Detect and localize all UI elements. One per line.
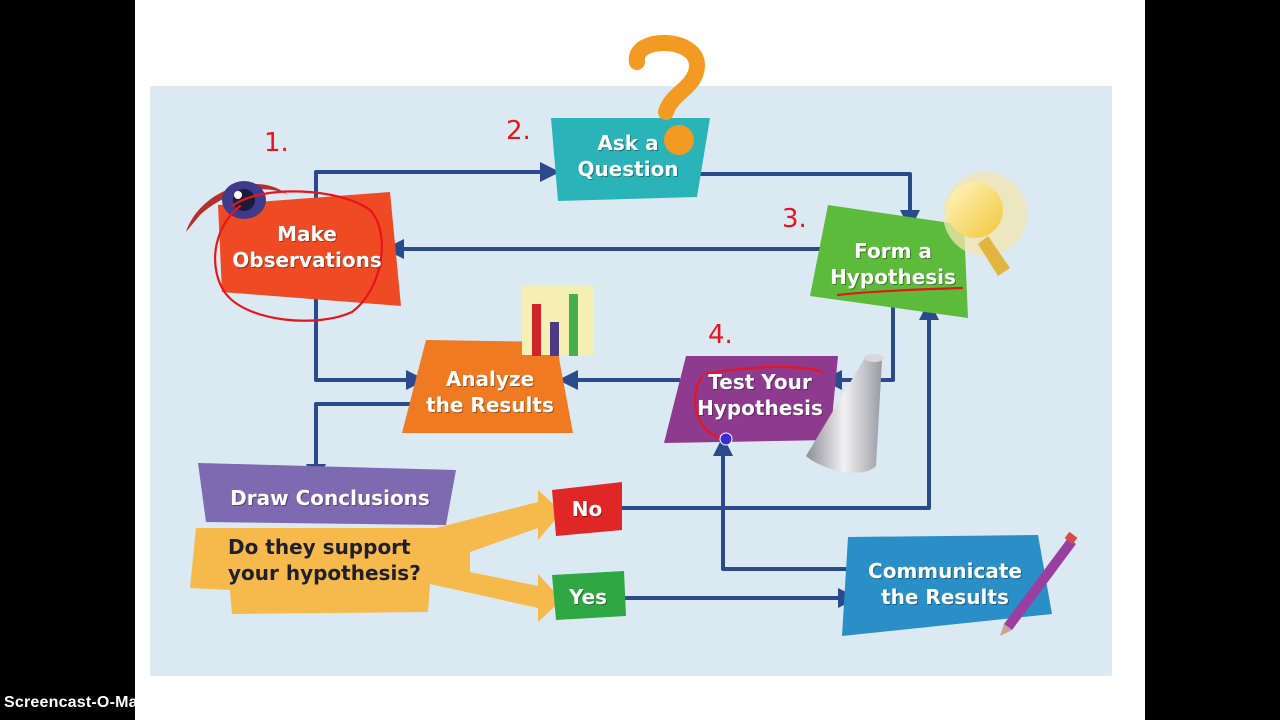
flask-icon [806,354,884,473]
red-annotations [214,190,964,440]
arrow-question-to-hypothesis [694,172,920,230]
analyze-results-box [402,340,573,433]
watermark: Screencast-O-Matic.com [4,694,196,711]
lightbulb-icon [943,172,1027,276]
ask-question-label: Ask a Question [577,131,679,181]
underline-hypothesis [836,286,964,297]
cursor-marker [719,432,733,446]
arrow-analyze-to-conclusions [306,402,416,484]
annotation-step-2: 2. [506,116,531,146]
form-hypothesis-label: Form a Hypothesis [830,239,956,289]
circle-around-observations [214,190,383,322]
no-box [552,482,622,536]
pencil-icon [1000,531,1078,636]
support-question-label: Do they support your hypothesis? [228,535,421,585]
support-question-box [190,490,562,622]
test-hypothesis-box [664,356,838,443]
arrow-hypothesis-to-test [822,306,895,390]
draw-conclusions-label: Draw Conclusions [230,486,430,510]
communicate-results-box [842,535,1052,636]
annotation-step-1: 1. [264,128,289,158]
make-observations-label: Make Observations [232,222,382,272]
draw-conclusions-box [198,463,456,525]
connector-arrows [306,162,939,608]
communicate-results-label: Communicate the Results [868,559,1022,609]
arrow-observations-to-analyze [314,292,426,390]
test-hypothesis-label: Test Your Hypothesis [697,370,823,420]
bar-chart-icon [522,285,594,356]
arrow-communicate-to-test [713,436,854,571]
annotation-step-4: 4. [708,320,733,350]
yes-box [552,571,626,620]
analyze-results-label: Analyze the Results [426,367,554,417]
no-label: No [571,497,603,521]
question-mark-icon [628,35,705,155]
make-observations-box [218,192,401,306]
annotation-step-3: 3. [782,204,807,234]
yes-label: Yes [568,585,608,609]
